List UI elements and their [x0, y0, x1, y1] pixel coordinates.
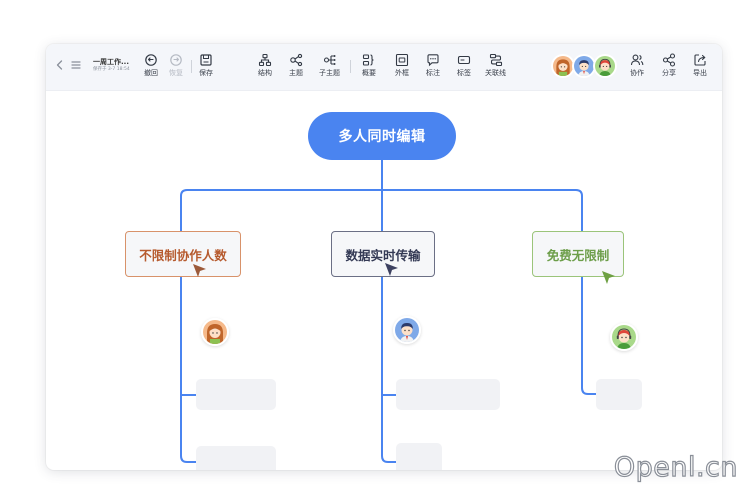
- avatar-boy-icon: [395, 318, 419, 342]
- save-label: 保存: [199, 69, 213, 77]
- placeholder-subtopic[interactable]: [196, 379, 276, 410]
- save-button[interactable]: 保存: [199, 53, 213, 78]
- save-status: 保存于 3-7 18:54: [93, 67, 130, 72]
- subtopic-label: 子主题: [319, 69, 340, 77]
- collaborate-button[interactable]: 协作: [630, 53, 644, 78]
- child1-connector: [180, 276, 197, 463]
- watermark: Openl.cn: [613, 451, 738, 483]
- share-icon: [662, 53, 676, 67]
- back-icon[interactable]: [54, 59, 66, 71]
- avatar-boy-icon: [574, 56, 594, 76]
- undo-button[interactable]: 撤回: [144, 53, 158, 78]
- relation-line-label: 关联线: [485, 69, 506, 77]
- topic-unlimited-collaborators[interactable]: 不限制协作人数: [125, 231, 241, 277]
- callout-label: 标注: [426, 69, 440, 77]
- boundary-icon: [395, 53, 409, 67]
- mindmap-editor-window: 一周工作... 保存于 3-7 18:54 撤回 恢复 保存 结构 主题 子主题: [46, 44, 722, 470]
- avatar[interactable]: [572, 54, 596, 78]
- toolbar: 一周工作... 保存于 3-7 18:54 撤回 恢复 保存 结构 主题 子主题: [46, 44, 722, 91]
- cursor-pointer-icon: [385, 263, 398, 276]
- avatar-girl-icon: [203, 320, 227, 344]
- topic-button[interactable]: 主题: [289, 53, 303, 78]
- callout-icon: [427, 54, 439, 67]
- topic-realtime-sync[interactable]: 数据实时传输: [331, 231, 435, 277]
- cursor-pointer-icon: [193, 264, 206, 277]
- avatar: [610, 323, 638, 351]
- avatar-headset-icon: [612, 325, 636, 349]
- boundary-button[interactable]: 外框: [395, 53, 409, 78]
- summary-label: 概要: [362, 69, 376, 77]
- root-topic[interactable]: 多人同时编辑: [308, 112, 456, 160]
- placeholder-subtopic[interactable]: [396, 379, 500, 410]
- redo-label: 恢复: [169, 69, 183, 77]
- export-icon: [694, 54, 706, 66]
- relation-line-icon: [489, 53, 502, 67]
- placeholder-subtopic[interactable]: [396, 443, 442, 470]
- save-icon: [200, 54, 212, 66]
- toolbar-divider: [191, 60, 192, 73]
- topic-free-unlimited[interactable]: 免费无限制: [532, 231, 624, 277]
- subtopic-button[interactable]: 子主题: [319, 53, 340, 78]
- topic-icon: [290, 53, 303, 67]
- document-title[interactable]: 一周工作... 保存于 3-7 18:54: [93, 58, 130, 73]
- placeholder-subtopic[interactable]: [596, 379, 642, 410]
- summary-button[interactable]: 概要: [362, 53, 376, 78]
- subtopic-icon: [323, 55, 335, 65]
- callout-button[interactable]: 标注: [426, 53, 440, 78]
- cursor-pointer-icon: [602, 271, 615, 284]
- placeholder-subtopic[interactable]: [196, 446, 276, 470]
- mindmap-canvas[interactable]: 多人同时编辑 不限制协作人数 数据实时传输 免费无限制: [46, 90, 722, 470]
- tag-label: 标签: [457, 69, 471, 77]
- export-button[interactable]: 导出: [693, 53, 707, 78]
- avatar[interactable]: [593, 54, 617, 78]
- structure-button[interactable]: 结构: [258, 53, 272, 78]
- child3-connector: [581, 276, 597, 395]
- collaborate-label: 协作: [630, 69, 644, 77]
- avatar: [201, 318, 229, 346]
- toolbar-divider: [350, 60, 351, 73]
- relation-line-button[interactable]: 关联线: [485, 53, 506, 78]
- avatar: [393, 316, 421, 344]
- topic-label: 主题: [289, 69, 303, 77]
- child2-connector: [381, 276, 397, 463]
- summary-icon: [362, 54, 374, 66]
- document-name: 一周工作...: [93, 58, 129, 66]
- undo-label: 撤回: [144, 69, 158, 77]
- share-button[interactable]: 分享: [662, 53, 676, 78]
- tag-icon: [457, 55, 471, 65]
- undo-icon: [145, 54, 157, 66]
- structure-icon: [258, 53, 272, 67]
- collaborator-avatars[interactable]: [551, 54, 623, 80]
- avatar-headset-icon: [595, 56, 615, 76]
- structure-label: 结构: [258, 69, 272, 77]
- export-label: 导出: [693, 69, 707, 77]
- redo-button[interactable]: 恢复: [169, 53, 183, 78]
- avatar-girl-icon: [553, 56, 573, 76]
- redo-icon: [170, 54, 182, 66]
- collaborate-icon: [630, 54, 644, 66]
- avatar[interactable]: [551, 54, 575, 78]
- share-label: 分享: [662, 69, 676, 77]
- menu-icon[interactable]: [70, 59, 82, 71]
- tag-button[interactable]: 标签: [457, 53, 471, 78]
- branch-connector: [180, 189, 583, 232]
- boundary-label: 外框: [395, 69, 409, 77]
